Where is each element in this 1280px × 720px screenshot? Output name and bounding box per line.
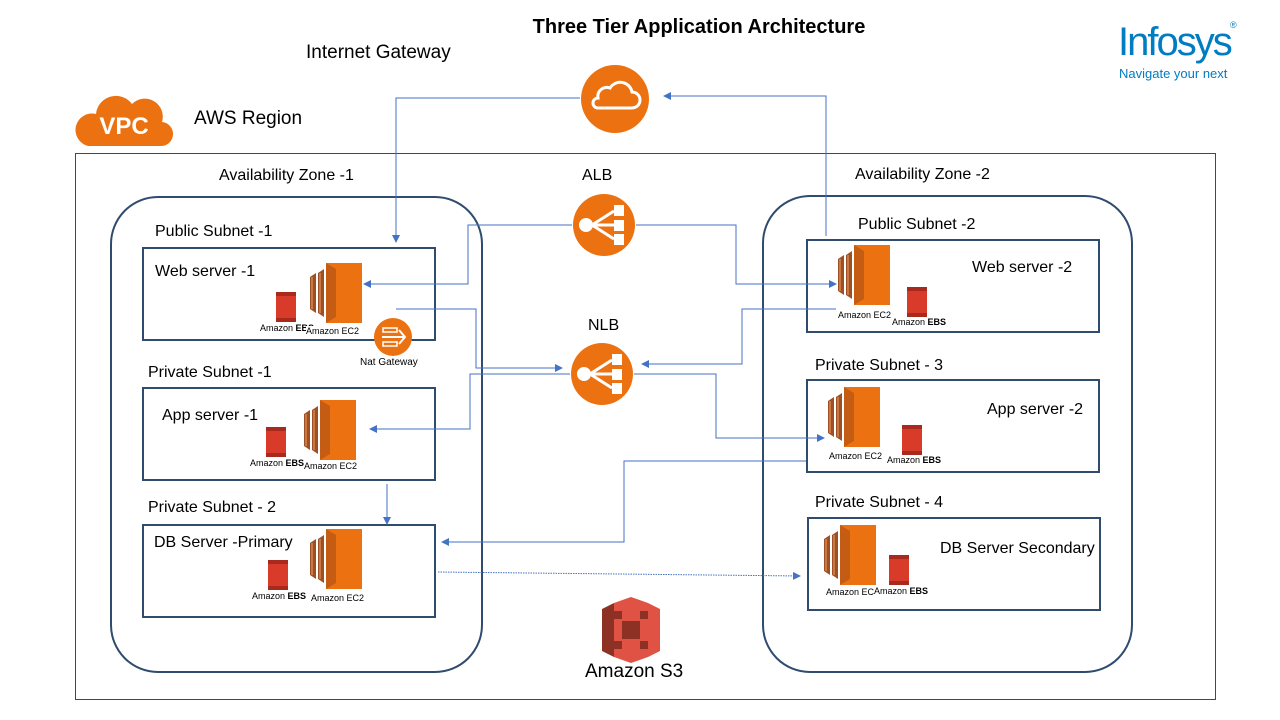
- vpc-cloud-icon: VPC: [75, 95, 174, 147]
- availability-zone-1: [110, 196, 483, 673]
- brand-tagline: Navigate your next: [1119, 66, 1228, 81]
- app-server-2-label: App server -2: [987, 401, 1084, 418]
- db-primary-ebs-caption: Amazon EBS: [252, 591, 307, 601]
- nat-gateway-icon: [374, 318, 412, 356]
- web-server-1-label: Web server -1: [155, 263, 256, 280]
- amazon-s3-icon: [602, 597, 660, 663]
- diagram-title: Three Tier Application Architecture: [532, 16, 866, 38]
- private-subnet-2-box: [142, 524, 436, 618]
- igw-to-public-subnet-2-line: [663, 92, 827, 236]
- internet-gateway-label: Internet Gateway: [306, 42, 451, 63]
- availability-zone-2: [762, 195, 1133, 673]
- app-server-2-to-db-primary-line: [441, 460, 806, 546]
- registered-mark: ®: [1230, 20, 1237, 30]
- nlb-to-app-server-1-line: [369, 373, 570, 433]
- db-secondary-ec2-caption: Amazon EC: [826, 587, 875, 597]
- web-server-1-ebs-caption: Amazon EBS: [260, 323, 315, 333]
- web-server-1-ec2-caption: Amazon EC2: [306, 326, 360, 336]
- private-subnet-2-label: Private Subnet - 2: [148, 499, 277, 516]
- public-subnet-1-box: [142, 247, 436, 341]
- web-server-2-ebs-caption: Amazon EBS: [892, 317, 947, 327]
- nlb-to-app-server-2-line: [634, 373, 825, 442]
- db-primary-ec2-caption: Amazon EC2: [311, 593, 365, 603]
- aws-region-frame: [75, 153, 1216, 700]
- private-subnet-3-label: Private Subnet - 3: [815, 357, 944, 374]
- zone2-label: Availability Zone -2: [855, 166, 990, 183]
- alb-label: ALB: [582, 167, 613, 184]
- amazon-s3-label: Amazon S3: [585, 661, 684, 682]
- db-secondary-ebs-caption: Amazon EBS: [874, 586, 929, 596]
- vpc-badge-text: VPC: [99, 113, 148, 140]
- db-replication-line: [437, 571, 801, 580]
- private-subnet-4-label: Private Subnet - 4: [815, 494, 944, 511]
- web-server-1-to-nlb-line: [396, 308, 563, 372]
- brand-logo-text: Infosys: [1118, 20, 1233, 64]
- private-subnet-4-box: [807, 517, 1101, 611]
- db-server-secondary-label: DB Server Secondary: [940, 540, 1095, 557]
- app-server-2-ebs-caption: Amazon EBS: [887, 455, 942, 465]
- app-server-1-ec2-caption: Amazon EC2: [304, 461, 358, 471]
- web-server-2-label: Web server -2: [972, 259, 1073, 276]
- web-server-2-ec2-caption: Amazon EC2: [838, 310, 892, 320]
- private-subnet-3-box: [806, 379, 1100, 473]
- alb-to-web-server-1-line: [363, 224, 572, 288]
- db-server-primary-label: DB Server -Primary: [154, 534, 293, 551]
- web-server-2-to-nlb-line: [641, 308, 836, 368]
- nat-gateway-label: Nat Gateway: [360, 357, 418, 368]
- app-server-1-ebs-caption: Amazon EBS: [250, 458, 305, 468]
- public-subnet-2-box: [806, 239, 1100, 333]
- public-subnet-1-label: Public Subnet -1: [155, 223, 273, 240]
- app-server-1-label: App server -1: [162, 407, 259, 424]
- private-subnet-1-box: [142, 387, 436, 481]
- app-server-2-ec2-caption: Amazon EC2: [829, 451, 883, 461]
- alb-to-web-server-2-line: [636, 224, 837, 288]
- zone1-label: Availability Zone -1: [219, 167, 354, 184]
- internet-gateway-icon: [581, 65, 649, 133]
- nlb-label: NLB: [588, 317, 620, 334]
- igw-to-public-subnet-1-line: [392, 97, 580, 243]
- private-subnet-1-label: Private Subnet -1: [148, 364, 272, 381]
- aws-region-label: AWS Region: [194, 108, 303, 129]
- public-subnet-2-label: Public Subnet -2: [858, 216, 976, 233]
